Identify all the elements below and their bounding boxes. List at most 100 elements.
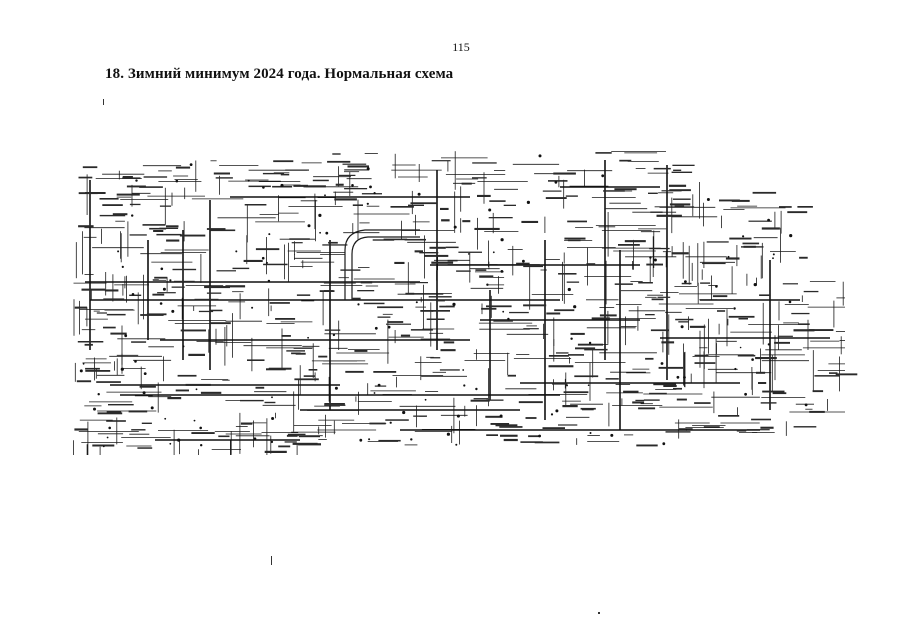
annotation-mark — [378, 439, 401, 442]
node-dot — [453, 225, 457, 229]
node-dot — [199, 426, 202, 430]
annotation-mark — [156, 233, 182, 236]
node-dot — [742, 235, 745, 238]
annotation-mark — [289, 238, 310, 240]
annotation-mark — [493, 320, 513, 322]
annotation-mark — [225, 285, 246, 288]
annotation-mark — [116, 193, 140, 196]
annotation-mark — [605, 378, 619, 380]
annotation-mark — [706, 241, 729, 243]
node-dot — [502, 310, 505, 313]
node-dot — [280, 183, 284, 188]
annotation-mark — [122, 177, 141, 179]
annotation-mark — [456, 270, 471, 272]
annotation-mark — [106, 411, 122, 413]
annotation-mark — [742, 242, 760, 245]
annotation-mark — [263, 263, 288, 266]
annotation-mark — [78, 225, 94, 228]
node-dot — [131, 293, 135, 296]
annotation-mark — [377, 316, 391, 318]
node-dot — [253, 437, 257, 441]
node-dot — [424, 398, 427, 401]
annotation-mark — [477, 194, 491, 197]
node-dot — [271, 417, 275, 420]
annotation-mark — [386, 323, 411, 325]
annotation-mark — [645, 314, 655, 316]
annotation-mark — [99, 214, 126, 217]
annotation-mark — [650, 211, 663, 213]
annotation-mark — [436, 299, 445, 302]
annotation-mark — [206, 228, 226, 230]
annotation-mark — [278, 445, 291, 448]
annotation-mark — [507, 374, 516, 377]
annotation-mark — [475, 269, 487, 271]
annotation-mark — [92, 444, 115, 447]
annotation-mark — [488, 217, 513, 219]
annotation-mark — [179, 234, 206, 237]
annotation-mark — [518, 401, 543, 404]
annotation-mark — [298, 435, 320, 438]
annotation-mark — [669, 189, 691, 192]
annotation-mark — [185, 383, 211, 386]
annotation-mark — [728, 315, 755, 318]
annotation-mark — [755, 357, 777, 360]
schematic-buses — [85, 160, 830, 441]
annotation-mark — [489, 200, 506, 202]
annotation-mark — [142, 224, 166, 226]
annotation-mark — [760, 426, 774, 429]
annotation-mark — [430, 357, 441, 359]
annotation-mark — [344, 188, 368, 190]
annotation-mark — [206, 292, 222, 294]
annotation-mark — [137, 447, 153, 449]
node-dot — [307, 336, 309, 339]
node-dot — [150, 406, 154, 410]
node-dot — [357, 303, 360, 306]
node-dot — [804, 403, 808, 407]
node-dot — [175, 179, 179, 183]
annotation-mark — [215, 177, 233, 179]
annotation-mark — [649, 247, 670, 250]
annotation-mark — [154, 276, 168, 279]
annotation-mark — [725, 257, 740, 260]
annotation-mark — [760, 402, 777, 404]
annotation-mark — [575, 347, 596, 350]
annotation-mark — [74, 306, 88, 309]
annotation-mark — [129, 234, 147, 236]
node-dot — [610, 433, 614, 437]
annotation-mark — [743, 245, 756, 248]
annotation-mark — [661, 341, 675, 344]
annotation-mark — [580, 407, 596, 410]
annotation-mark — [586, 263, 596, 266]
node-dot — [267, 279, 271, 283]
annotation-mark — [103, 326, 116, 329]
node-dot — [366, 202, 369, 205]
annotation-mark — [554, 309, 575, 312]
annotation-mark — [129, 203, 141, 206]
annotation-mark — [829, 372, 838, 374]
annotation-mark — [521, 220, 539, 223]
annotation-mark — [486, 399, 504, 401]
annotation-mark — [108, 404, 134, 406]
annotation-mark — [232, 267, 250, 270]
annotation-mark — [643, 399, 660, 401]
node-dot — [200, 444, 203, 447]
annotation-mark — [175, 166, 191, 169]
node-dot — [486, 283, 489, 286]
node-dot — [789, 234, 793, 238]
annotation-mark — [303, 375, 316, 377]
annotation-mark — [752, 191, 777, 194]
annotation-mark — [694, 354, 709, 356]
node-dot — [507, 317, 510, 321]
annotation-mark — [167, 397, 182, 400]
annotation-mark — [563, 391, 589, 394]
annotation-mark — [668, 184, 687, 187]
node-dot — [377, 383, 381, 387]
annotation-mark — [619, 159, 632, 162]
node-dot — [526, 200, 531, 204]
annotation-mark — [525, 417, 537, 419]
annotation-mark — [623, 390, 639, 393]
annotation-mark — [566, 281, 580, 283]
annotation-mark — [558, 273, 577, 275]
annotation-mark — [286, 435, 298, 437]
annotation-mark — [76, 380, 92, 383]
